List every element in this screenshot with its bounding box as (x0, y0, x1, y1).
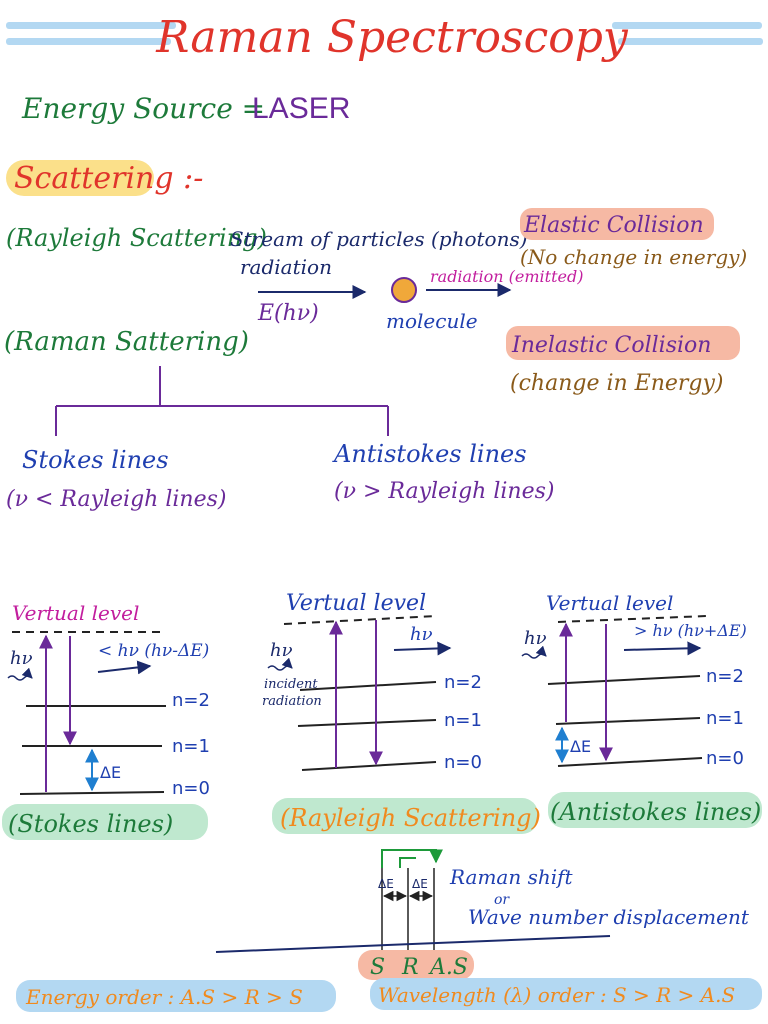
energy-source-label: Energy Source = (21, 92, 265, 125)
rayleigh-level-n0: n=0 (444, 752, 482, 773)
scattering-highlight (6, 160, 154, 196)
wavelength-order: Wavelength (λ) order : S > R > A.S (378, 983, 735, 1007)
raman-scattering-label: (Raman Sattering) (4, 327, 249, 357)
inelastic-highlight (506, 326, 740, 360)
stokes-h-nu: hν (10, 648, 33, 669)
inelastic-title: Inelastic Collision (511, 333, 711, 358)
shift-letter-as: A.S (428, 955, 468, 980)
stokes-delta-e: ΔE (100, 763, 121, 782)
energy-order-highlight (16, 980, 336, 1012)
stream-text: Stream of particles (photons) (230, 227, 528, 251)
antistokes-delta-e: ΔE (570, 737, 591, 756)
elastic-highlight (520, 208, 714, 240)
stokes-diagram: Vertual level n=2 n=1 n=0 ΔE hν < hν (hν… (7, 601, 210, 799)
elastic-note: (No change in energy) (520, 245, 747, 269)
incident-label: incident (264, 677, 318, 692)
shift-line1: Raman shift (449, 865, 574, 889)
stokes-caption-highlight (2, 804, 208, 840)
stokes-virtual-level: Vertual level (12, 601, 139, 625)
rayleigh-diagram: Vertual level n=2 n=1 n=0 hν incident ra… (262, 591, 482, 773)
page-title: Raman Spectroscopy (155, 12, 629, 63)
stokes-level-n2: n=2 (172, 690, 210, 711)
energy-source-value: LASER (252, 92, 350, 125)
shift-delta-left: ΔE (378, 877, 394, 891)
molecule-label: molecule (386, 309, 478, 333)
shift-letters-highlight (358, 950, 474, 980)
antistokes-caption: (Antistokes lines) (550, 798, 761, 826)
antistokes-title: Antistokes lines (332, 440, 527, 468)
antistokes-h-nu: hν (524, 628, 547, 649)
antistokes-level-n0: n=0 (706, 748, 744, 769)
stokes-emitted: < hν (hν-ΔE) (98, 641, 209, 661)
scattering-heading: Scattering :- (14, 161, 203, 196)
rayleigh-caption: (Rayleigh Scattering) (280, 804, 541, 832)
stokes-caption: (Stokes lines) (8, 810, 173, 838)
stokes-title: Stokes lines (22, 446, 169, 474)
rayleigh-emitted: hν (410, 624, 433, 645)
shift-letter-s: S (370, 955, 385, 980)
rayleigh-level-n2: n=2 (444, 672, 482, 693)
stokes-level-n0: n=0 (172, 778, 210, 799)
emitted-label: radiation (emitted) (430, 267, 583, 286)
incident-radiation-label: radiation (262, 694, 322, 709)
rayleigh-caption-highlight (272, 798, 538, 834)
shift-delta-right: ΔE (412, 877, 428, 891)
shift-line2: or (494, 892, 510, 908)
shift-letter-r: R (401, 955, 419, 980)
raman-shift-diagram: ΔE ΔE Raman shift or Wave number displac… (215, 849, 750, 953)
rayleigh-h-nu: hν (270, 640, 293, 661)
wavelength-order-highlight (370, 978, 762, 1010)
shift-line3: Wave number displacement (468, 905, 750, 929)
energy-label: E(hν) (257, 301, 319, 326)
antistokes-emitted: > hν (hν+ΔE) (634, 621, 747, 640)
title-decoration (6, 22, 763, 45)
stokes-level-n1: n=1 (172, 736, 210, 757)
elastic-title: Elastic Collision (523, 213, 704, 238)
antistokes-level-n1: n=1 (706, 708, 744, 729)
inelastic-note: (change in Energy) (510, 371, 724, 396)
antistokes-caption-highlight (548, 792, 762, 828)
rayleigh-scattering-label: (Rayleigh Scattering) (6, 224, 267, 252)
rayleigh-level-n1: n=1 (444, 710, 482, 731)
antistokes-level-n2: n=2 (706, 666, 744, 687)
antistokes-diagram: Vertual level n=2 n=1 n=0 ΔE hν > hν (hν… (521, 591, 747, 769)
branch-tree (55, 366, 389, 436)
antistokes-note: (ν > Rayleigh lines) (334, 479, 554, 504)
antistokes-virtual-level: Vertual level (546, 591, 673, 615)
stokes-note: (ν < Rayleigh lines) (6, 487, 226, 512)
molecule-circle (391, 277, 417, 303)
energy-order: Energy order : A.S > R > S (25, 985, 303, 1009)
radiation-text: radiation (240, 255, 332, 279)
rayleigh-virtual-level: Vertual level (286, 591, 426, 616)
